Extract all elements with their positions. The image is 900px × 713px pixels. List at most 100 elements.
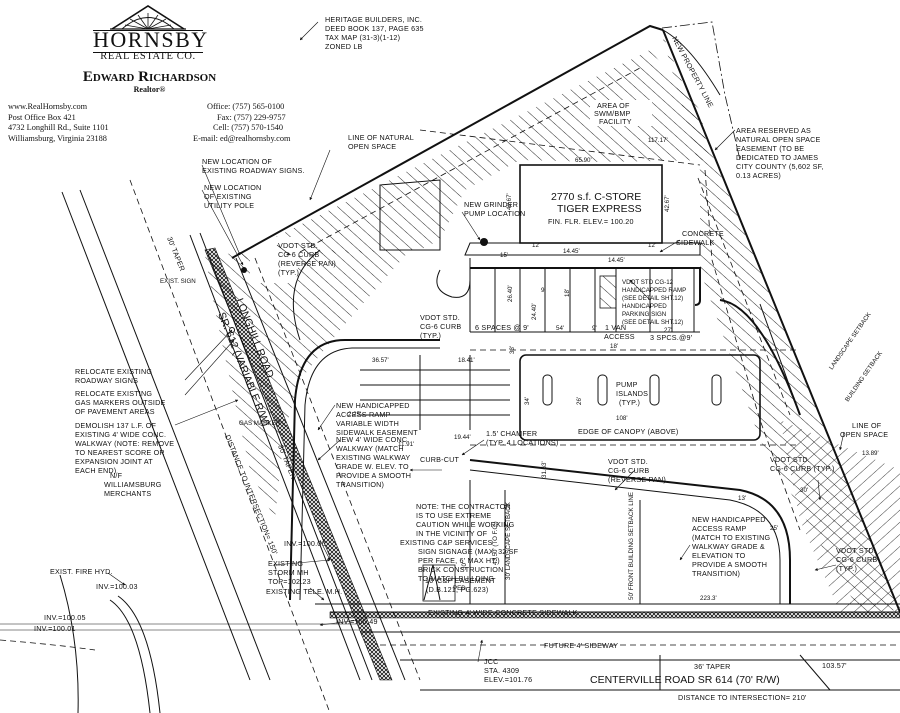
heritage-line-1: HERITAGE BUILDERS, INC. xyxy=(325,15,422,24)
one-van-1: 1 VAN xyxy=(605,323,626,332)
hc-ramp-5: PARKING SIGN xyxy=(622,311,666,318)
jcc-3: ELEV.=101.76 xyxy=(484,675,532,684)
heritage-line-4: ZONED LB xyxy=(325,42,363,51)
hc-left-4: SIDEWALK EASEMENT xyxy=(336,428,418,437)
new-walkway-4: GRADE W. ELEV. TO xyxy=(336,462,409,471)
existing-sidewalk: EXISTING 4' WIDE CONCRETE SIDEWALK xyxy=(428,608,578,617)
cell-phone: Cell: (757) 570-1540 xyxy=(213,123,284,132)
merchants-2: WILLIAMSBURG xyxy=(104,480,162,489)
inv-10005: INV.=100.05 xyxy=(44,613,86,622)
taper-30-top: 30' TAPER xyxy=(165,235,187,272)
natural-open-space-1: LINE OF NATURAL xyxy=(348,133,414,142)
inv-10006: INV.=100.06 xyxy=(284,539,326,548)
hc-right-2: ACCESS RAMP xyxy=(692,524,747,533)
dim-1445a: 14.45' xyxy=(563,248,580,255)
inv-10001: INV.=100.01 xyxy=(34,624,76,633)
dim-11717: 117.17' xyxy=(648,137,668,144)
curb-rev-pan-left-1: VDOT STD. xyxy=(278,241,318,250)
distance-210: DISTANCE TO INTERSECTION= 210' xyxy=(678,693,807,702)
sign-signage-2: PER FACE, 6' MAX HT.) xyxy=(418,556,500,565)
dim-34: 34' xyxy=(524,397,531,405)
heritage-line-3: TAX MAP (31-3)(1-12) xyxy=(325,33,400,42)
dim-2233: 223.3' xyxy=(700,595,717,602)
roadway-signs-location-2: EXISTING ROADWAY SIGNS. xyxy=(202,166,305,175)
dim-4267a: 42.67' xyxy=(506,193,513,210)
demolish-4: TO NEAREST SCORE OR xyxy=(75,448,165,457)
jcc-2: STA. 4309 xyxy=(484,666,519,675)
dim-1389: 13.89' xyxy=(862,450,879,457)
hornsby-logo-house-icon xyxy=(110,5,186,30)
area-reserved-1: AREA RESERVED AS xyxy=(736,126,811,135)
demolish-5: EXPANSION JOINT AT xyxy=(75,457,153,466)
utility-pole-1: NEW LOCATION xyxy=(204,183,261,192)
three-spcs: 3 SPCS.@9' xyxy=(650,333,693,342)
dim-18b: 18' xyxy=(610,343,618,350)
hc-ramp-3: (SEE DETAIL SHT.12) xyxy=(622,295,683,302)
area-reserved-6: 0.13 ACRES) xyxy=(736,171,781,180)
note-1: NOTE: THE CONTRACTOR xyxy=(416,502,511,511)
jcc-1: JCC xyxy=(484,657,499,666)
pump-islands-2: ISLANDS xyxy=(616,389,648,398)
chamfer-1: 1.5' CHAMFER xyxy=(486,429,537,438)
area-reserved-2: NATURAL OPEN SPACE xyxy=(736,135,821,144)
merchants-3: MERCHANTS xyxy=(104,489,151,498)
new-walkway-2: WALKWAY (MATCH xyxy=(336,444,404,453)
dim-225: 2.25' xyxy=(348,411,361,418)
inv-10003: INV.=100.03 xyxy=(96,582,138,591)
building-name: TIGER EXPRESS xyxy=(557,203,642,215)
brand-subtitle: REAL ESTATE CO. xyxy=(100,51,196,62)
area-reserved-3: EASEMENT (TO BE xyxy=(736,144,804,153)
note-4: IN THE VICINITY OF xyxy=(416,529,488,538)
parking-lot xyxy=(229,179,801,604)
relocate-signs-2: ROADWAY SIGNS xyxy=(75,376,138,385)
demolish-3: WALKWAY (NOTE: REMOVE xyxy=(75,439,174,448)
dim-18a: 18' xyxy=(564,289,571,297)
heritage-line-2: DEED BOOK 137, PAGE 635 xyxy=(325,24,424,33)
dim-30b: 30' xyxy=(800,487,808,494)
future-sideway: FUTURE 4' SIDEWAY xyxy=(544,641,618,650)
hc-right-5: ELEVATION TO xyxy=(692,551,746,560)
relocate-gas-1: RELOCATE EXISTING xyxy=(75,389,152,398)
grinder-pump-2: PUMP LOCATION xyxy=(464,209,525,218)
note-5: EXISTING C&P SERVICES xyxy=(400,538,493,547)
swm-label-1: AREA OF xyxy=(597,101,630,110)
curb-typ-left-3: (TYP.) xyxy=(420,331,441,340)
dim-54: 54' xyxy=(556,325,564,332)
demolish-2: EXISTING 4' WIDE CONC. xyxy=(75,430,166,439)
website-link[interactable]: www.RealHornsby.com xyxy=(8,102,88,111)
dim-12b: 12' xyxy=(648,242,656,249)
agent-name: Edward Richardson xyxy=(82,69,217,85)
label-knockouts xyxy=(250,100,875,437)
dim-4350: 43.50' (TO F.C.) xyxy=(492,521,499,565)
plan-labels: HERITAGE BUILDERS, INC. DEED BOOK 137, P… xyxy=(34,15,888,702)
dim-12a: 12' xyxy=(532,242,540,249)
relocate-signs-1: RELOCATE EXISTING xyxy=(75,367,152,376)
dim-4267b: 42.67' xyxy=(664,195,671,212)
building-area: 2770 s.f. C-STORE xyxy=(551,191,641,203)
sign-signage-1: SIGN SIGNAGE (MAX. 32 SF xyxy=(418,547,519,556)
property-lines xyxy=(231,21,900,613)
curb-typ-left-1: VDOT STD. xyxy=(420,313,460,322)
dim-1191: 11.91' xyxy=(398,441,414,448)
new-walkway-1: NEW 4' WIDE CONC. xyxy=(336,435,409,444)
dim-bldg-setback-right: BUILDING SETBACK xyxy=(844,349,885,403)
hc-right-3: (MATCH TO EXISTING xyxy=(692,533,770,542)
six-spaces: 6 SPACES @ 9' xyxy=(475,323,529,332)
city-state: Williamsburg, Virginia 23188 xyxy=(8,133,107,143)
hc-left-3: VARIABLE WIDTH xyxy=(336,419,399,428)
chamfer-2: (TYP. 4 LOCATIONS) xyxy=(486,438,558,447)
one-van-2: ACCESS xyxy=(604,332,635,341)
email-link[interactable]: E-mail: ed@realhornsby.com xyxy=(193,133,291,143)
concrete-sidewalk-1: CONCRETE xyxy=(682,229,724,238)
curb-typ-right-1: VDOT STD. xyxy=(770,455,810,464)
open-space-right-1: LINE OF xyxy=(852,421,882,430)
gas-marker: GAS MARKER xyxy=(239,420,281,427)
dim-3163: 31.63' xyxy=(541,461,548,478)
open-space-hatching xyxy=(205,28,900,612)
contact-address: www.RealHornsby.com Post Office Box 421 … xyxy=(8,102,148,144)
natural-open-space-2: OPEN SPACE xyxy=(348,142,396,151)
curb-cut: CURB-CUT xyxy=(420,455,460,464)
note-3: CAUTION WHILE WORKING xyxy=(416,520,515,529)
demolish-6: EACH END) xyxy=(75,466,116,475)
